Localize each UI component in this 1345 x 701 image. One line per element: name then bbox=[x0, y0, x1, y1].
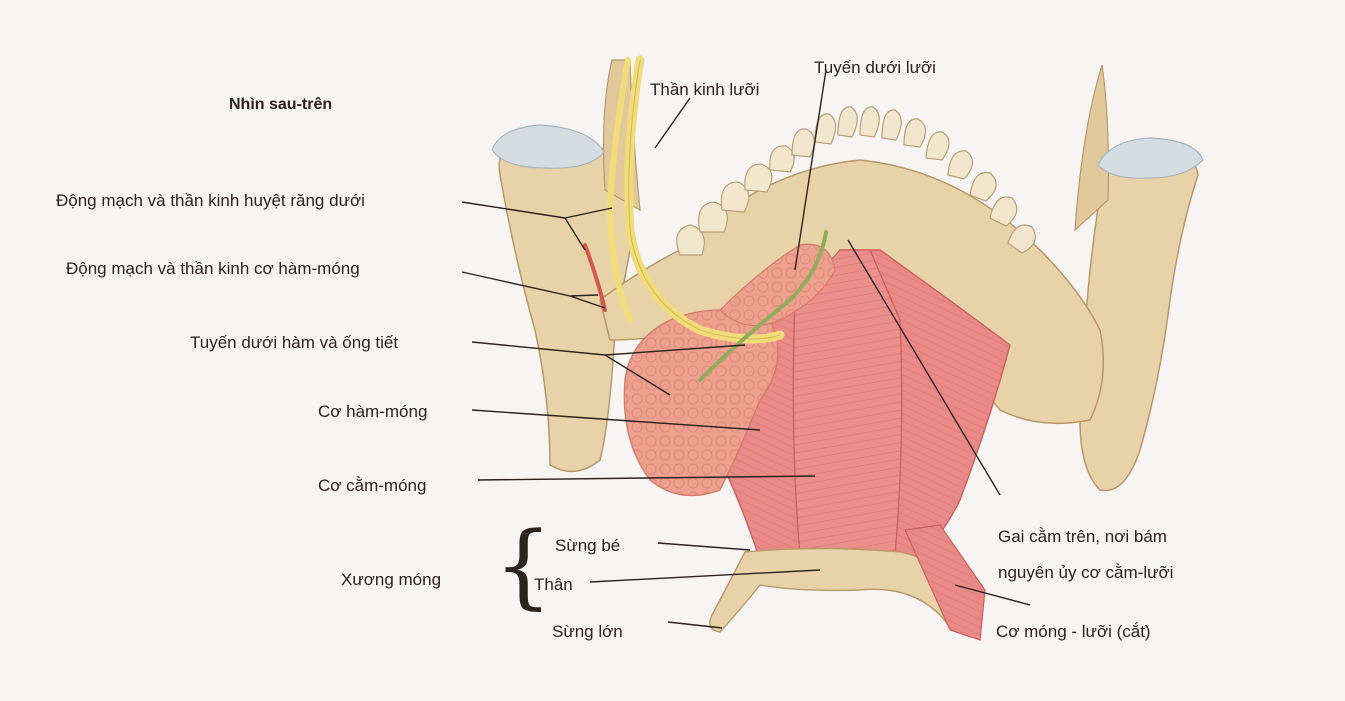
label-lingual-nerve: Thần kinh lưỡi bbox=[650, 80, 760, 99]
label-mylohyoid-nerve: Động mạch và thần kinh cơ hàm-móng bbox=[66, 259, 360, 278]
label-body: Thân bbox=[534, 575, 573, 594]
label-geniohyoid-muscle: Cơ cằm-móng bbox=[318, 476, 427, 495]
left-condyle-cartilage bbox=[491, 124, 605, 169]
submandibular-duct bbox=[698, 230, 828, 382]
label-lesser-horn: Sừng bé bbox=[555, 536, 621, 555]
leader-lines bbox=[461, 69, 1031, 629]
label-mental-spine-1: Gai cằm trên, nơi bám bbox=[998, 527, 1167, 546]
label-hyoglossus: Cơ móng - lưỡi (cắt) bbox=[996, 622, 1151, 641]
hyoid-bone bbox=[709, 547, 981, 637]
label-greater-horn: Sừng lớn bbox=[552, 622, 623, 641]
lower-teeth bbox=[676, 106, 1036, 256]
label-inferior-alveolar: Động mạch và thần kinh huyệt răng dưới bbox=[56, 191, 365, 210]
label-submandibular-gland: Tuyến dưới hàm và ống tiết bbox=[190, 333, 399, 352]
hyoid-brace: { bbox=[494, 512, 553, 619]
label-hyoid-bone: Xương móng bbox=[341, 570, 442, 589]
right-condyle-cartilage bbox=[1097, 137, 1204, 179]
right-ramus bbox=[1074, 64, 1204, 492]
view-title: Nhìn sau-trên bbox=[229, 96, 333, 113]
label-mental-spine-2: nguyên ủy cơ cằm-lưỡi bbox=[998, 563, 1174, 582]
label-sublingual-gland: Tuyến dưới lưỡi bbox=[814, 58, 936, 77]
artery bbox=[583, 243, 607, 312]
label-mylohyoid-muscle: Cơ hàm-móng bbox=[318, 402, 428, 421]
inferior-alveolar-nerve bbox=[606, 57, 633, 323]
